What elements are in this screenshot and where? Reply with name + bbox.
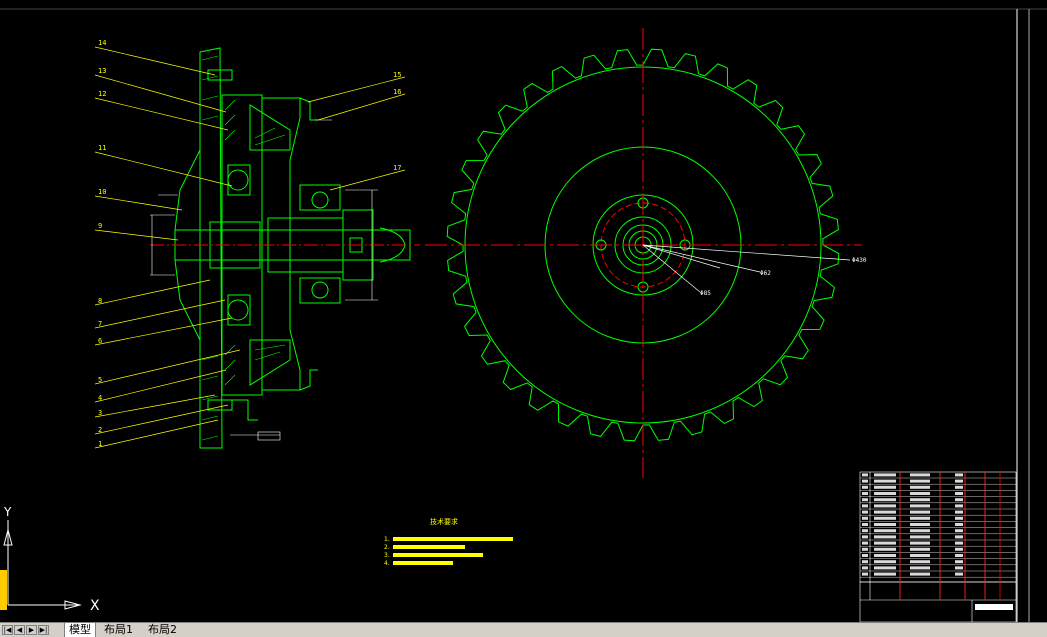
note-line-1: 1. bbox=[384, 536, 390, 543]
part-number-label: 3 bbox=[98, 409, 102, 417]
part-number-label: 14 bbox=[98, 39, 106, 47]
part-number-label: 13 bbox=[98, 67, 106, 75]
dim-d3: Φ85 bbox=[700, 290, 711, 297]
part-number-label: 11 bbox=[98, 144, 106, 152]
part-number-label: 15 bbox=[393, 71, 401, 79]
prev-icon[interactable]: ◀ bbox=[14, 625, 25, 635]
ucs-icon: X Y bbox=[0, 505, 100, 614]
note-line-2: 2. bbox=[384, 544, 390, 551]
notes-title: 技术要求 bbox=[430, 517, 458, 526]
next-icon[interactable]: ▶ bbox=[26, 625, 37, 635]
technical-notes: 技术要求 1. 2. 3. 4. bbox=[384, 517, 513, 567]
part-number-label: 2 bbox=[98, 426, 102, 434]
part-number-label: 8 bbox=[98, 297, 102, 305]
cad-drawing[interactable]: 14 13 12 11 10 9 8 7 6 5 4 3 2 1 15 16 17 bbox=[0, 0, 1047, 622]
dim-d2: Φ62 bbox=[760, 270, 771, 277]
ucs-y-label: Y bbox=[3, 505, 12, 519]
tab-model[interactable]: 模型 bbox=[64, 623, 96, 637]
last-icon[interactable]: ▶| bbox=[38, 625, 49, 635]
front-view bbox=[425, 28, 862, 478]
drawing-canvas[interactable]: 14 13 12 11 10 9 8 7 6 5 4 3 2 1 15 16 17 bbox=[0, 0, 1047, 622]
part-number-label: 16 bbox=[393, 88, 401, 96]
leader-lines bbox=[94, 46, 406, 449]
note-line-4: 4. bbox=[384, 560, 390, 567]
part-number-label: 17 bbox=[393, 164, 401, 172]
part-number-label: 1 bbox=[98, 440, 102, 448]
part-number-label: 4 bbox=[98, 394, 102, 402]
part-number-label: 6 bbox=[98, 337, 102, 345]
ucs-x-label: X bbox=[90, 598, 100, 614]
tab-layout-1[interactable]: 布局1 bbox=[104, 623, 133, 636]
part-number-label: 7 bbox=[98, 320, 102, 328]
section-view bbox=[150, 47, 420, 449]
part-number-label: 12 bbox=[98, 90, 106, 98]
dim-d1: Φ430 bbox=[852, 257, 867, 264]
note-line-3: 3. bbox=[384, 552, 390, 559]
part-number-label: 5 bbox=[98, 376, 102, 384]
first-icon[interactable]: |◀ bbox=[2, 625, 13, 635]
tab-layout-2[interactable]: 布局2 bbox=[148, 623, 177, 636]
part-number-label: 9 bbox=[98, 222, 102, 230]
part-number-label: 10 bbox=[98, 188, 106, 196]
layout-tab-bar: |◀ ◀ ▶ ▶| 模型 布局1 布局2 bbox=[0, 622, 1047, 637]
